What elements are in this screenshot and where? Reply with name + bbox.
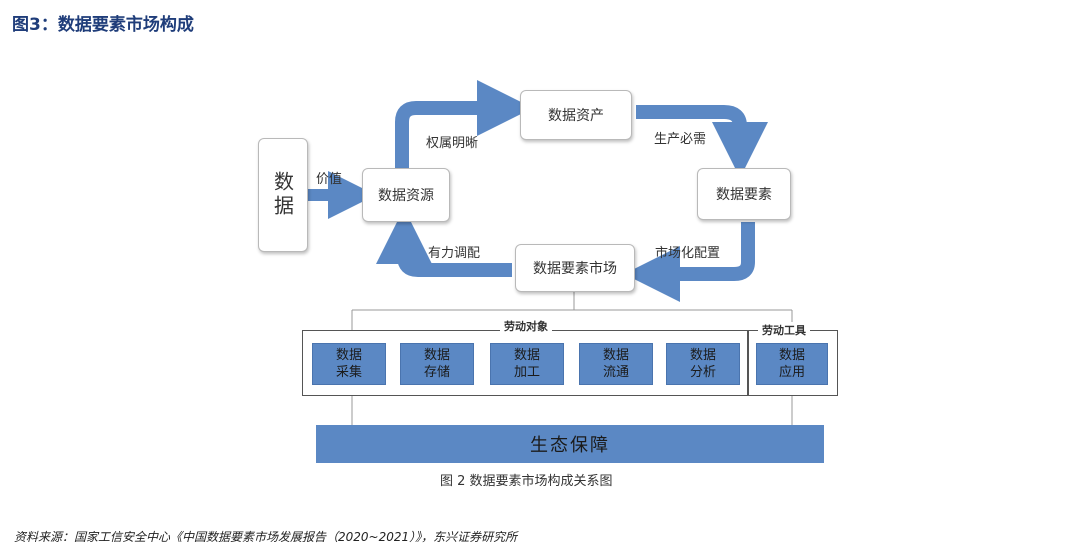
cell-line: 应用 [778,365,805,380]
ecosystem-guarantee-bar: 生态保障 [316,425,824,463]
edge-label-ownership: 权属明晰 [426,136,479,151]
cell-data-analysis: 数据 分析 [666,343,740,385]
edge-label-value: 价值 [316,172,343,187]
cell-line: 数据 [513,348,540,363]
page-title: 图3：数据要素市场构成 [12,15,194,35]
cell-line: 采集 [335,365,362,380]
edge-label-marketization: 市场化配置 [655,246,721,261]
edge-label-allocation: 有力调配 [428,246,481,261]
cell-data-collection: 数据 采集 [312,343,386,385]
arrow-resource-to-asset [395,80,533,168]
node-data: 数据 [258,138,308,252]
node-data-element-market: 数据要素市场 [515,244,635,292]
arrow-market-to-resource [376,208,512,277]
cell-line: 数据 [423,348,450,363]
source-note: 资料来源：国家工信安全中心《中国数据要素市场发展报告（2020~2021）》，东… [14,530,518,544]
cell-line: 流通 [602,365,629,380]
arrow-element-to-market [624,222,755,302]
cell-data-storage: 数据 存储 [400,343,474,385]
node-data-asset: 数据资产 [520,90,632,140]
figure-caption: 图 2 数据要素市场构成关系图 [440,474,613,489]
cell-line: 加工 [513,365,540,380]
cell-line: 数据 [689,348,716,363]
group-label-labor-tools: 劳动工具 [758,322,810,338]
cell-data-application: 数据 应用 [756,343,828,385]
cell-data-circulation: 数据 流通 [579,343,653,385]
group-label-labor-objects: 劳动对象 [500,318,552,334]
cell-data-processing: 数据 加工 [490,343,564,385]
cell-line: 数据 [335,348,362,363]
node-data-element: 数据要素 [697,168,791,220]
cell-line: 数据 [602,348,629,363]
cell-line: 分析 [689,365,716,380]
node-data-resource: 数据资源 [362,168,450,222]
arrow-asset-to-element [636,105,768,178]
edge-label-production: 生产必需 [654,132,707,147]
cell-line: 数据 [778,348,805,363]
cell-line: 存储 [423,365,450,380]
